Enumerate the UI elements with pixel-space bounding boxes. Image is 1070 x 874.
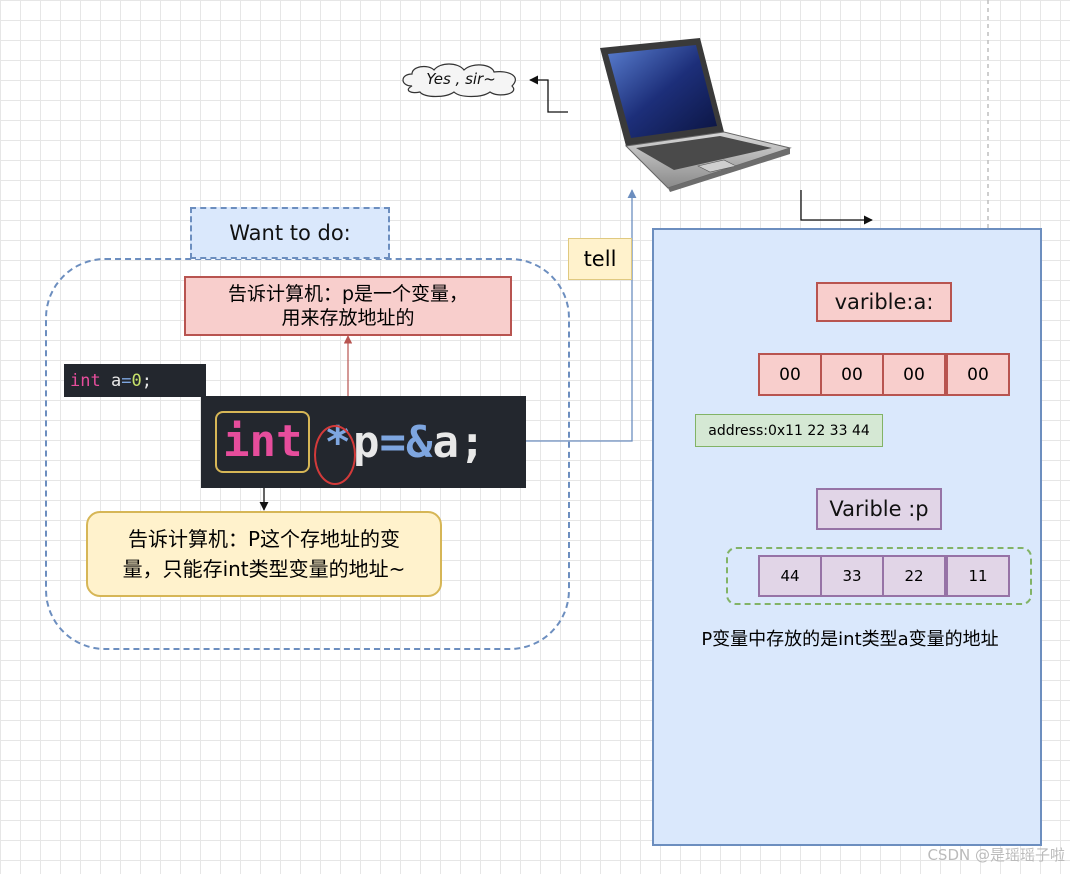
byte-cell-p: 33 (820, 555, 884, 597)
variable-p-label: Varible :p (816, 488, 942, 530)
code-line-int-a: int a=0; (64, 364, 206, 397)
byte-cell-a: 00 (946, 353, 1010, 396)
code-identifier-p: p (352, 416, 380, 468)
code-semicolon: ; (458, 416, 486, 468)
memory-panel (652, 228, 1042, 846)
variable-a-label: varible:a: (816, 282, 952, 322)
pointer-meaning-note: 告诉计算机：p是一个变量， 用来存放地址的 (184, 276, 512, 336)
code-identifier-a: a (432, 416, 459, 468)
byte-cell-a: 00 (758, 353, 822, 396)
byte-cell-a: 00 (882, 353, 946, 396)
byte-cell-p: 11 (946, 555, 1010, 597)
want-to-do-title: Want to do: (190, 207, 390, 259)
tell-label: tell (568, 238, 632, 280)
code-keyword: int (70, 370, 101, 391)
cloud-text: Yes , sir~ (426, 70, 496, 88)
code-star-wrap: * (314, 417, 357, 485)
code-operator-amp: & (405, 416, 433, 468)
byte-cell-p: 44 (758, 555, 822, 597)
code-identifier: a (100, 370, 122, 391)
star-highlight-ring (314, 424, 357, 485)
byte-cell-p: 22 (882, 555, 946, 597)
variable-p-group (726, 547, 1032, 605)
tell-arrow (526, 189, 637, 442)
want-to-do-group (45, 258, 570, 650)
reply-arrow (529, 75, 568, 113)
code-keyword-int: int (215, 411, 311, 473)
address-label: address:0x11 22 33 44 (695, 414, 883, 447)
code-operator: = (121, 370, 132, 391)
laptop-to-memory-arrow (800, 190, 873, 225)
cloud-shape (402, 63, 516, 98)
code-number: 0 (131, 370, 142, 391)
memory-caption: P变量中存放的是int类型a变量的地址 (701, 629, 999, 650)
code-semicolon: ; (141, 370, 152, 391)
code-operator-eq: = (379, 416, 406, 468)
type-meaning-text: 告诉计算机：P这个存地址的变 量，只能存int类型变量的地址~ (122, 527, 406, 581)
type-meaning-note: 告诉计算机：P这个存地址的变 量，只能存int类型变量的地址~ (86, 511, 442, 597)
code-line-int-pointer: int*p=&a; (201, 396, 526, 488)
watermark: CSDN @是瑶瑶子啦 (927, 845, 1065, 864)
byte-cell-a: 00 (820, 353, 884, 396)
laptop-icon (600, 38, 792, 192)
pointer-meaning-text: 告诉计算机：p是一个变量， 用来存放地址的 (227, 283, 469, 329)
